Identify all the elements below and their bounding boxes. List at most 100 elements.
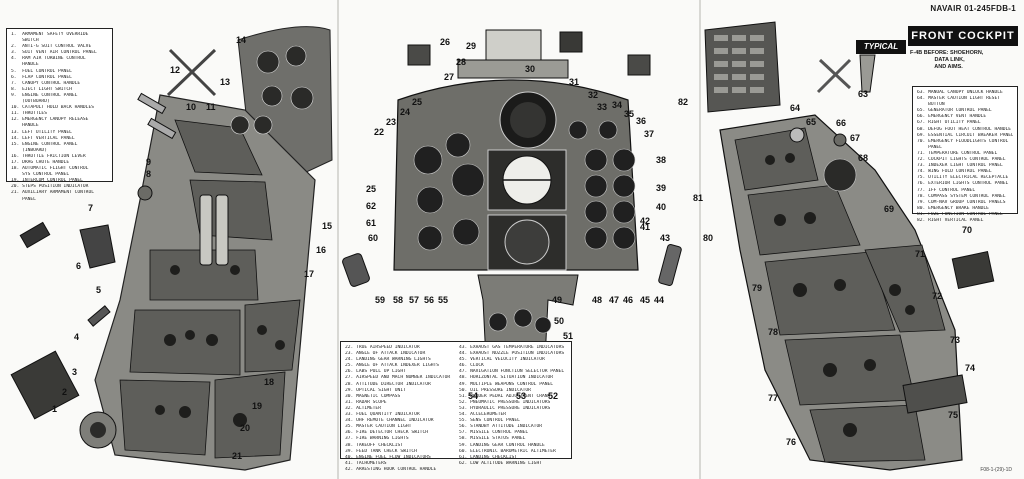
legend-item: 25. ANGLE OF ATTACK INDEXER LIGHTS [345,363,440,369]
callout-number: 57 [409,295,420,305]
legend-item: 64. MASTER CAUTION LIGHT RESET [917,96,1000,102]
legend-item: 12. EMERGENCY CANOPY RELEASE [11,117,89,123]
figure-number: F08-1-(29)-1D [980,467,1012,473]
legend-item: 3. SUIT VENT AIR CONTROL PANEL [11,50,97,56]
callout-number: 15 [322,221,333,231]
legend-item: 14. LEFT VERTICAL PANEL [11,135,75,141]
legend-item: 30. MAGNETIC COMPASS [345,393,401,399]
legend-item: 8. EJECT LIGHT SWITCH [11,86,72,92]
callout-number: 60 [368,233,379,243]
callout-number: 77 [768,393,779,403]
legend-item: 17. DRAG CHUTE HANDLE [11,159,70,165]
legend-item: 53. HYDRAULIC PRESSURE INDICATORS [459,405,551,411]
legend-item: 76. EXTERIOR LIGHTS CONTROL PANEL [917,181,1009,187]
legend-item: 7. CANOPY CONTROL HANDLE [11,80,81,86]
legend-item: 78. COMPASS SYSTEM CONTROL PANEL [917,193,1006,199]
callout-number: 72 [932,291,943,301]
legend-item: 67. RIGHT UTILITY PANEL [917,120,981,126]
callout-number: 52 [548,391,559,401]
callout-number: 79 [752,283,763,293]
legend-item: SYS CONTROL PANEL [11,172,70,178]
callout-number: 23 [386,117,397,127]
legend-item: 59. LANDING GEAR CONTROL HANDLE [459,442,545,448]
legend-item: 69. ESSENTIAL CIRCUIT BREAKER PANEL [917,132,1013,138]
legend-item: 72. COCKPIT LIGHTS CONTROL PANEL [917,157,1006,163]
callout-number: 6 [76,261,82,271]
legend-item: 48. HORIZONTAL SITUATION INDICATOR [459,375,554,381]
legend-item: 56. STANDBY ATTITUDE INDICATOR [459,424,542,430]
callout-number: 1 [52,404,58,414]
callout-number: 49 [552,295,563,305]
legend-item: PANEL [11,196,36,202]
callout-number: 2 [62,387,68,397]
legend-item: HANDLE [11,123,39,129]
callout-number: 71 [915,249,926,259]
applicability-prefix: F-4B BEFORE: [910,50,949,56]
legend-item: 23. ANGLE OF ATTACK INDICATOR [345,351,426,357]
page-fold-divider [337,0,339,479]
callout-number: 5 [96,285,102,295]
legend-item: 49. MULTIPLE WEAPONS CONTROL PANEL [459,381,554,387]
callout-number: 56 [424,295,435,305]
callout-number: 14 [236,35,247,45]
legend-item: 62. LOW ALTITUDE WARNING LIGHT [459,460,542,466]
legend-item: 32. ALTIMETER [345,405,381,411]
callout-number: 42 [640,216,651,226]
legend-item: 45. VERTICAL VELOCITY INDICATOR [459,357,545,363]
callout-number: 21 [232,451,243,461]
legend-item: 31. RADAR SCOPE [345,399,387,405]
callout-number: 76 [786,437,797,447]
legend-item: 40. ENGINE FUEL FLOW INDICATORS [345,454,431,460]
legend-item: 4. RAM AIR TURBINE CONTROL [11,56,86,62]
legend-item: 55. SENS CONTROL PANEL [459,418,520,424]
callout-number: 63 [858,89,869,99]
legend-item: 46. CLOCK [459,363,484,369]
legend-item: 54. ACCELEROMETER [459,412,507,418]
callout-number: 46 [623,295,634,305]
callout-number: 25 [412,97,423,107]
callout-number: 12 [170,65,181,75]
callout-number: 82 [678,97,689,107]
left-console-illustration [10,26,333,471]
callout-number: 8 [146,169,152,179]
legend-item: 44. EXHAUST NOZZLE POSITION INDICATORS [459,351,565,357]
callout-number: 66 [836,118,847,128]
legend-item: 42. ARRESTING HOOK CONTROL HANDLE [345,466,437,472]
legend-item: 61. LANDING CHECKLIST [459,454,518,460]
callout-number: 19 [252,401,263,411]
legend-item: 66. EMERGENCY VENT HANDLE [917,114,987,120]
main-instrument-panel-illustration [342,29,682,401]
legend-item: 71. TEMPERATURE CONTROL PANEL [917,150,998,156]
callout-number: 53 [516,391,527,401]
legend-item: 29. OPTICAL SIGHT UNIT [345,387,406,393]
legend-item: HANDLE [11,62,39,68]
legend-item: PANEL [917,144,942,150]
legend-item: 52. PNEUMATIC PRESSURE INDICATORS [459,399,551,405]
callout-number: 78 [768,327,779,337]
legend-item: (INBOARD) [11,147,47,153]
callout-number: 69 [884,204,895,214]
legend-item: (OUTBOARD) [11,99,50,105]
callout-number: 38 [656,155,667,165]
legend-item: 39. FEED TANK CHECK SWITCH [345,448,417,454]
legend-item: 38. TAKEOFF CHECKLIST [345,442,404,448]
legend-item: 18. AUTOMATIC FLIGHT CONTROL [11,166,89,172]
callout-number: 50 [554,316,565,326]
callout-number: 32 [588,90,599,100]
callout-number: 17 [304,269,315,279]
legend-item: 5. FUEL CONTROL PANEL [11,68,72,74]
legend-item: 68. DEFOG FOOT HEAT CONTROL HANDLE [917,126,1012,132]
legend-item: 57. MISSILE CONTROL PANEL [459,430,529,436]
applicability-note: F-4B BEFORE: SHOEHORN, DATA LINK, AND AI… [910,50,983,71]
callout-number: 54 [468,391,479,401]
callout-number: 44 [654,295,665,305]
callout-number: 30 [525,64,536,74]
callout-number: 36 [636,116,647,126]
legend-item: 33. FUEL QUANTITY INDICATOR [345,412,420,418]
typical-tag: TYPICAL [856,40,906,54]
legend-item: 47. NAVIGATION FUNCTION SELECTOR PANEL [459,369,565,375]
callout-number: 27 [444,72,455,82]
legend-item: 82. RIGHT VERTICAL PANEL [917,217,984,223]
